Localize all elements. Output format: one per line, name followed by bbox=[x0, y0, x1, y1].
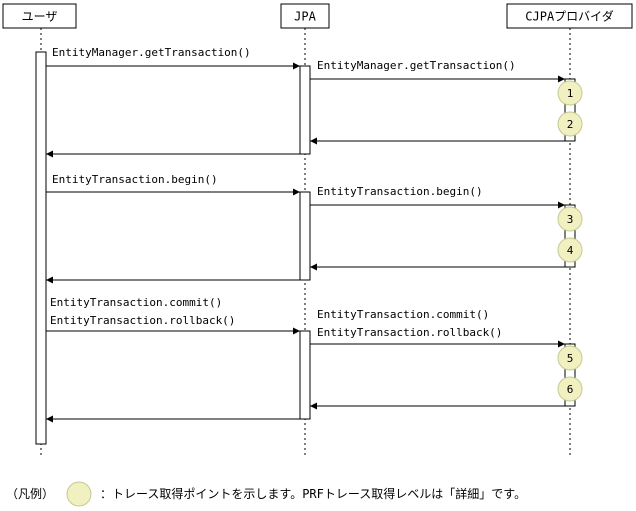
actor-jpa-label: JPA bbox=[294, 10, 316, 24]
trace-point: 4 bbox=[557, 237, 583, 263]
message-label: EntityManager.getTransaction() bbox=[317, 59, 516, 72]
message-label: EntityTransaction.rollback() bbox=[317, 326, 502, 339]
call-group-3: EntityTransaction.commit() EntityTransac… bbox=[46, 296, 583, 423]
trace-point-number: 2 bbox=[567, 118, 574, 131]
activation-user bbox=[35, 51, 47, 445]
legend-description: ：トレース取得ポイントを示します。PRFトレース取得レベルは「詳細」です。 bbox=[100, 486, 526, 501]
actor-provider: CJPAプロバイダ bbox=[506, 3, 633, 29]
activation-provider-2 bbox=[564, 204, 576, 268]
legend-label: （凡例） bbox=[6, 487, 54, 501]
actor-user-label: ユーザ bbox=[22, 10, 58, 24]
trace-point: 3 bbox=[557, 206, 583, 232]
trace-point: 6 bbox=[557, 376, 583, 402]
activation-provider-3 bbox=[564, 343, 576, 407]
actor-jpa: JPA bbox=[280, 3, 330, 29]
call-group-2: EntityTransaction.begin() EntityTransact… bbox=[46, 173, 583, 284]
activation-jpa-1 bbox=[299, 65, 311, 155]
trace-point-number: 6 bbox=[567, 383, 574, 396]
activation-jpa-3 bbox=[299, 330, 311, 420]
message-label: EntityTransaction.begin() bbox=[317, 185, 483, 198]
message-label: EntityTransaction.rollback() bbox=[50, 314, 235, 327]
trace-point-circle-icon bbox=[66, 481, 92, 507]
trace-point-number: 3 bbox=[567, 213, 574, 226]
actor-provider-label: CJPAプロバイダ bbox=[525, 9, 613, 24]
message-label: EntityTransaction.begin() bbox=[52, 173, 218, 186]
message-label: EntityTransaction.commit() bbox=[50, 296, 222, 309]
activation-provider-1 bbox=[564, 78, 576, 142]
legend: （凡例） ：トレース取得ポイントを示します。PRFトレース取得レベルは「詳細」で… bbox=[6, 481, 526, 507]
call-group-1: EntityManager.getTransaction() EntityMan… bbox=[46, 46, 583, 158]
trace-point-number: 1 bbox=[567, 87, 574, 100]
message-label: EntityManager.getTransaction() bbox=[52, 46, 251, 59]
trace-point-number: 4 bbox=[567, 244, 574, 257]
trace-point-number: 5 bbox=[567, 352, 574, 365]
message-label: EntityTransaction.commit() bbox=[317, 308, 489, 321]
activation-jpa-2 bbox=[299, 191, 311, 281]
trace-point: 5 bbox=[557, 345, 583, 371]
trace-point: 2 bbox=[557, 111, 583, 137]
trace-point: 1 bbox=[557, 80, 583, 106]
actor-user: ユーザ bbox=[2, 3, 77, 29]
